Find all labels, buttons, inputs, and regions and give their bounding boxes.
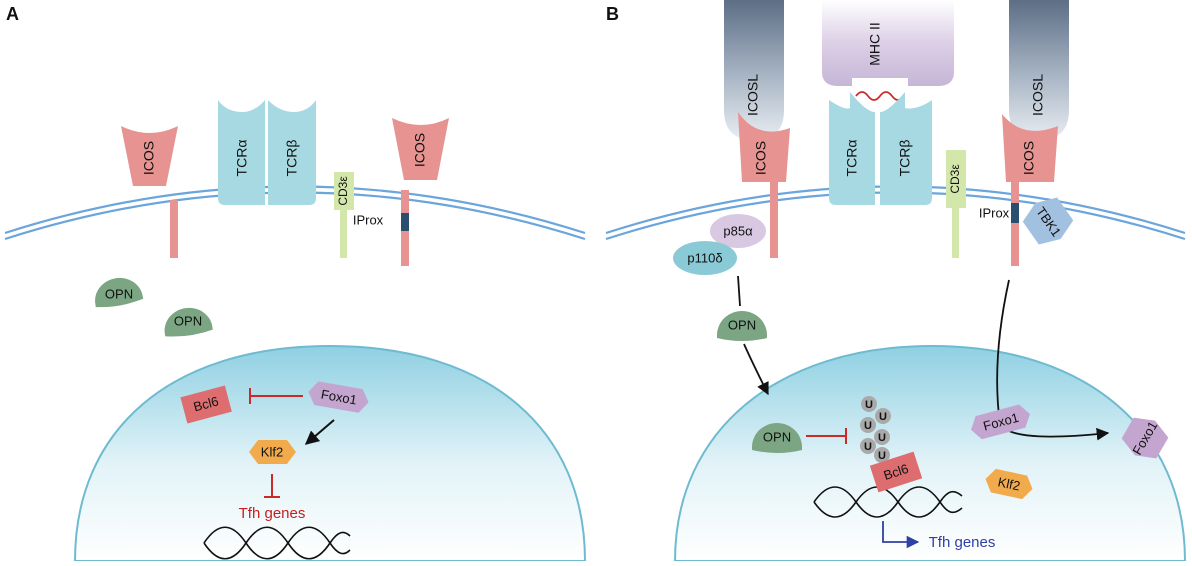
ubiquitin-6: [874, 447, 890, 463]
tbk1-b: TBK1: [1022, 197, 1074, 245]
p110d-b: p110δ: [673, 241, 737, 275]
ubiquitin-chain-b: U U U U U U: [860, 396, 891, 463]
tfh-genes-b-label: Tfh genes: [929, 534, 996, 551]
iprox-bar-a: [401, 213, 409, 231]
ubiquitin-5-label: U: [864, 441, 872, 453]
mhc-ii-b: MHC II: [822, 0, 954, 104]
panel-a: A ICOS TCRα TCRβ CD3ε: [4, 4, 587, 562]
icosl-left-b-label: ICOSL: [745, 74, 761, 116]
tcr-beta-a-label: TCRβ: [284, 140, 300, 177]
dna-b: [813, 486, 963, 518]
ubiquitin-6-label: U: [878, 450, 886, 462]
dna-a: [203, 526, 351, 560]
iprox-a-label: IProx: [353, 212, 384, 227]
panel-b: B ICOSL MHC II ICOSL ICOS: [605, 0, 1187, 562]
opn-cyto-b: OPN: [717, 311, 767, 341]
bcl6-a-label: Bcl6: [192, 393, 220, 414]
panel-b-label: B: [606, 4, 619, 24]
foxo1-a-label: Foxo1: [320, 387, 358, 408]
tcr-alpha-a-label: TCRα: [234, 140, 250, 177]
iprox-b-label: IProx: [979, 205, 1010, 220]
p110d-b-label: p110δ: [687, 250, 722, 265]
ubiquitin-2: [875, 408, 891, 424]
p85a-b-label: p85α: [723, 223, 753, 238]
arrow-opn-nucleus-b: [743, 343, 769, 396]
bcl6-a: Bcl6: [180, 385, 232, 424]
activate-tfh-b: [882, 521, 920, 549]
klf2-a: Klf2: [249, 440, 296, 464]
ubiquitin-1: [861, 396, 877, 412]
cd3e-a-label: CD3ε: [336, 176, 350, 206]
opn-2-a-label: OPN: [174, 313, 202, 328]
icos-left-b-label: ICOS: [753, 141, 769, 175]
cd3e-b-label: CD3ε: [948, 164, 962, 194]
cd3e-a: CD3ε: [334, 172, 354, 258]
peptide: [855, 91, 905, 101]
icos-left-a: ICOS: [121, 126, 178, 258]
icosl-right-b-label: ICOSL: [1030, 74, 1046, 116]
icos-right-b: ICOS IProx: [979, 114, 1058, 266]
opn-1-a-label: OPN: [105, 286, 133, 301]
ubiquitin-5: [860, 438, 876, 454]
iprox-bar-b: [1011, 203, 1019, 223]
tcr-complex-a: TCRα TCRβ: [218, 100, 316, 205]
opn-nuc-b: OPN: [752, 423, 802, 453]
p85a-b: p85α: [710, 214, 766, 248]
inhibit-opn-bcl6-b: [806, 428, 847, 444]
ubiquitin-4-label: U: [878, 432, 886, 444]
opn-1-a: OPN: [95, 277, 144, 308]
inhibit-foxo1-bcl6-a: [249, 388, 303, 404]
opn-cyto-b-label: OPN: [728, 317, 756, 332]
icos-right-a-label: ICOS: [412, 133, 428, 167]
icos-right-a: ICOS IProx: [353, 118, 449, 266]
activate-foxo1-klf2-a: [304, 419, 335, 445]
tcr-beta-b-label: TCRβ: [897, 140, 913, 177]
icosl-right-b: ICOSL: [1009, 0, 1069, 140]
panel-a-label: A: [6, 4, 19, 24]
nucleus-b: [673, 344, 1187, 562]
bcl6-b: Bcl6: [869, 451, 923, 493]
opn-nuc-b-label: OPN: [763, 429, 791, 444]
klf2-b-label: Klf2: [996, 474, 1021, 493]
ubiquitin-3-label: U: [864, 420, 872, 432]
icos-left-b: ICOS: [738, 112, 790, 258]
ubiquitin-2-label: U: [879, 411, 887, 423]
foxo1-nuc-b: Foxo1: [971, 404, 1030, 440]
klf2-b: Klf2: [985, 468, 1033, 500]
bcl6-b-label: Bcl6: [882, 461, 911, 483]
ubiquitin-1-label: U: [865, 399, 873, 411]
tcr-complex-b: TCRα TCRβ: [829, 92, 932, 205]
icosl-left-b: ICOSL: [724, 0, 784, 140]
foxo1-a: Foxo1: [308, 381, 369, 413]
tfh-genes-a-label: Tfh genes: [239, 505, 306, 522]
icos-right-b-label: ICOS: [1021, 141, 1037, 175]
tcr-alpha-b-label: TCRα: [844, 140, 860, 177]
cd3e-b: CD3ε: [946, 150, 966, 258]
klf2-a-label: Klf2: [261, 444, 283, 459]
opn-2-a: OPN: [164, 307, 213, 337]
foxo1-out-b: Foxo1: [1121, 417, 1169, 459]
inhibit-klf2-tfh-a: [264, 474, 280, 498]
ubiquitin-3: [860, 417, 876, 433]
icos-left-a-label: ICOS: [141, 141, 157, 175]
link-pi3k-opn-b: [737, 275, 741, 307]
ubiquitin-4: [874, 429, 890, 445]
nucleus-a: [73, 344, 587, 562]
mhc-ii-b-label: MHC II: [867, 22, 883, 66]
